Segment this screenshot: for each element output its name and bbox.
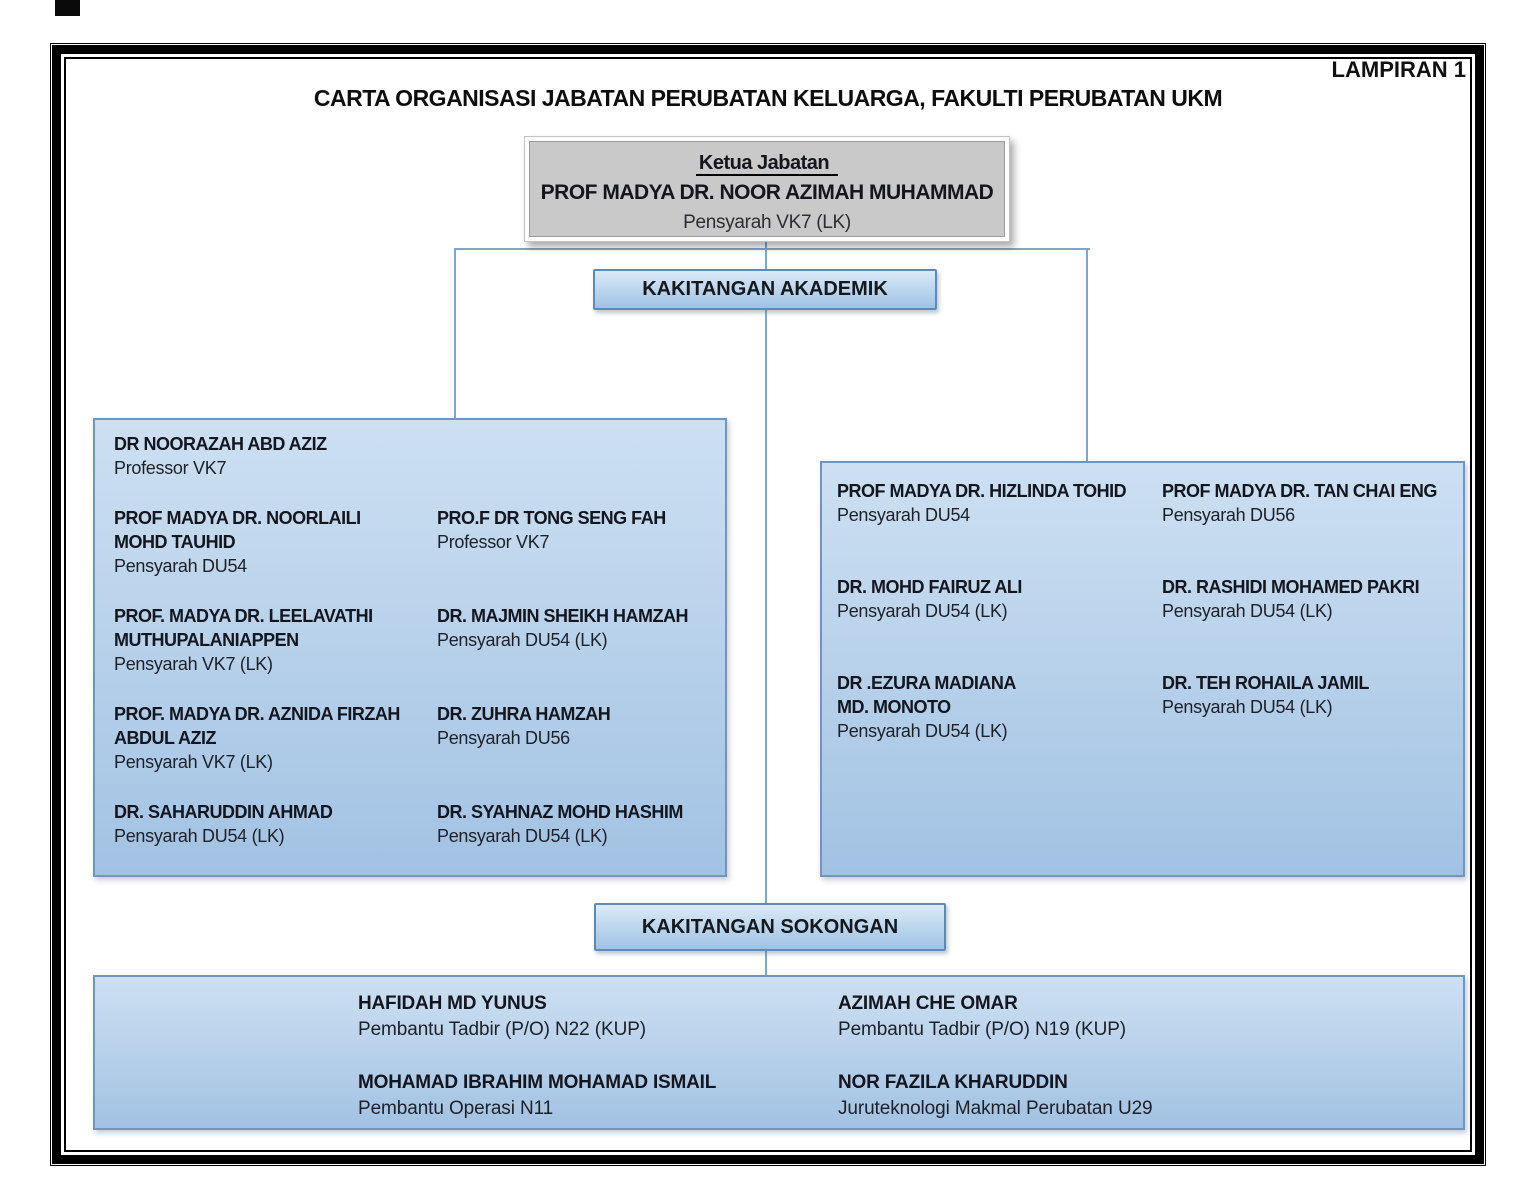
staff-rank: Pensyarah DU54 (LK) (437, 630, 608, 650)
staff-rank: Pembantu Tadbir (P/O) N19 (KUP) (838, 1019, 1126, 1040)
staff-name: HAFIDAH MD YUNUS (358, 993, 547, 1014)
staff-name: PRO.F DR TONG SENG FAH (437, 508, 666, 528)
staff-name: DR. TEH ROHAILA JAMIL (1162, 673, 1369, 693)
staff-rank: Professor VK7 (437, 532, 550, 552)
staff-name: DR. SYAHNAZ MOHD HASHIM (437, 802, 683, 822)
staff-rank: Pensyarah DU54 (LK) (837, 601, 1008, 621)
staff-name: DR. MOHD FAIRUZ ALI (837, 577, 1022, 597)
academic-staff-box-right: PROF MADYA DR. HIZLINDA TOHID Pensyarah … (820, 461, 1465, 877)
staff-entry: AZIMAH CHE OMAR Pembantu Tadbir (P/O) N1… (838, 991, 1463, 1043)
staff-rank: Pensyarah DU54 (LK) (1162, 697, 1333, 717)
support-staff-box: HAFIDAH MD YUNUS Pembantu Tadbir (P/O) N… (93, 975, 1465, 1130)
staff-rank: Pensyarah DU54 (LK) (837, 721, 1008, 741)
staff-name: DR NOORAZAH ABD AZIZ (114, 434, 327, 454)
staff-name: NOR FAZILA KHARUDDIN (838, 1072, 1068, 1093)
staff-entry: DR. SAHARUDDIN AHMAD Pensyarah DU54 (LK) (114, 800, 437, 848)
staff-entry: DR. ZUHRA HAMZAH Pensyarah DU56 (437, 702, 725, 774)
staff-name: PROF. MADYA DR. LEELAVATHI MUTHUPALANIAP… (114, 606, 373, 650)
staff-name: DR. SAHARUDDIN AHMAD (114, 802, 333, 822)
staff-name: DR. RASHIDI MOHAMED PAKRI (1162, 577, 1420, 597)
staff-rank: Pensyarah DU54 (837, 505, 970, 525)
staff-rank: Pensyarah DU54 (LK) (114, 826, 285, 846)
frame-thick-band (52, 45, 1484, 1164)
staff-rank: Pensyarah DU54 (LK) (1162, 601, 1333, 621)
staff-rank: Pensyarah DU54 (114, 556, 247, 576)
annotation-label: LAMPIRAN 1 (1331, 57, 1466, 82)
staff-name: MOHAMAD IBRAHIM MOHAMAD ISMAIL (358, 1072, 717, 1093)
staff-entry: DR NOORAZAH ABD AZIZ Professor VK7 (114, 432, 437, 480)
section-label-akademik: KAKITANGAN AKADEMIK (593, 269, 937, 310)
head-of-department-box: Ketua Jabatan PROF MADYA DR. NOOR AZIMAH… (524, 136, 1010, 242)
staff-entry: DR. MOHD FAIRUZ ALI Pensyarah DU54 (LK) (837, 575, 1162, 623)
staff-rank: Pembantu Operasi N11 (358, 1098, 554, 1119)
staff-rank: Pensyarah DU54 (LK) (437, 826, 608, 846)
staff-entry: DR. RASHIDI MOHAMED PAKRI Pensyarah DU54… (1162, 575, 1463, 623)
staff-entry: PROF MADYA DR. TAN CHAI ENG Pensyarah DU… (1162, 479, 1463, 527)
staff-name: PROF MADYA DR. NOORLAILI MOHD TAUHID (114, 508, 361, 552)
staff-entry: PROF. MADYA DR. LEELAVATHI MUTHUPALANIAP… (114, 604, 437, 676)
head-name: PROF MADYA DR. NOOR AZIMAH MUHAMMAD (540, 181, 994, 204)
academic-staff-box-left: DR NOORAZAH ABD AZIZ Professor VK7 PROF … (93, 418, 727, 877)
staff-entry: PRO.F DR TONG SENG FAH Professor VK7 (437, 506, 725, 578)
staff-rank: Pensyarah DU56 (1162, 505, 1295, 525)
staff-entry: DR. SYAHNAZ MOHD HASHIM Pensyarah DU54 (… (437, 800, 725, 848)
staff-name: AZIMAH CHE OMAR (838, 993, 1018, 1014)
staff-rank: Pensyarah DU56 (437, 728, 570, 748)
connector-branch-horizontal (455, 248, 1090, 250)
staff-name: DR. ZUHRA HAMZAH (437, 704, 611, 724)
staff-rank: Pembantu Tadbir (P/O) N22 (KUP) (358, 1019, 646, 1040)
frame-inner-line (64, 57, 1472, 1152)
head-title-label: Ketua Jabatan (530, 149, 1004, 178)
staff-rank: Juruteknologi Makmal Perubatan U29 (838, 1098, 1153, 1119)
page-border-frame (50, 43, 1486, 1166)
section-label-akademik-text: KAKITANGAN AKADEMIK (642, 278, 888, 300)
scan-artifact-mark (55, 0, 80, 16)
staff-rank: Pensyarah VK7 (LK) (114, 654, 273, 674)
staff-entry: HAFIDAH MD YUNUS Pembantu Tadbir (P/O) N… (358, 991, 838, 1043)
staff-entry: NOR FAZILA KHARUDDIN Juruteknologi Makma… (838, 1070, 1463, 1122)
staff-name: DR. MAJMIN SHEIKH HAMZAH (437, 606, 689, 626)
section-label-sokongan-text: KAKITANGAN SOKONGAN (641, 915, 899, 938)
staff-entry: DR .EZURA MADIANA MD. MONOTO Pensyarah D… (837, 671, 1162, 743)
staff-entry: PROF MADYA DR. HIZLINDA TOHID Pensyarah … (837, 479, 1162, 527)
connector-drop-left (454, 248, 456, 418)
connector-sokongan-to-staff (765, 951, 767, 975)
staff-entry: DR. TEH ROHAILA JAMIL Pensyarah DU54 (LK… (1162, 671, 1463, 743)
staff-entry: MOHAMAD IBRAHIM MOHAMAD ISMAIL Pembantu … (358, 1070, 838, 1122)
staff-name: PROF MADYA DR. TAN CHAI ENG (1162, 481, 1437, 501)
staff-entry: PROF. MADYA DR. AZNIDA FIRZAH ABDUL AZIZ… (114, 702, 437, 774)
connector-drop-right (1086, 248, 1088, 461)
staff-name: PROF. MADYA DR. AZNIDA FIRZAH ABDUL AZIZ (114, 704, 400, 748)
connector-head-to-branch (765, 242, 767, 269)
head-rank: Pensyarah VK7 (LK) (683, 212, 851, 233)
staff-name: DR .EZURA MADIANA MD. MONOTO (837, 673, 1016, 717)
staff-rank: Professor VK7 (114, 458, 227, 478)
staff-name: PROF MADYA DR. HIZLINDA TOHID (837, 481, 1127, 501)
staff-entry: PROF MADYA DR. NOORLAILI MOHD TAUHID Pen… (114, 506, 437, 578)
chart-title: CARTA ORGANISASI JABATAN PERUBATAN KELUA… (313, 85, 1223, 111)
staff-entry-spacer (437, 432, 725, 480)
staff-rank: Pensyarah VK7 (LK) (114, 752, 273, 772)
section-label-sokongan: KAKITANGAN SOKONGAN (594, 903, 946, 951)
head-of-department-inner: Ketua Jabatan PROF MADYA DR. NOOR AZIMAH… (529, 141, 1005, 237)
connector-akademik-to-sokongan (765, 310, 767, 903)
staff-entry: DR. MAJMIN SHEIKH HAMZAH Pensyarah DU54 … (437, 604, 725, 676)
